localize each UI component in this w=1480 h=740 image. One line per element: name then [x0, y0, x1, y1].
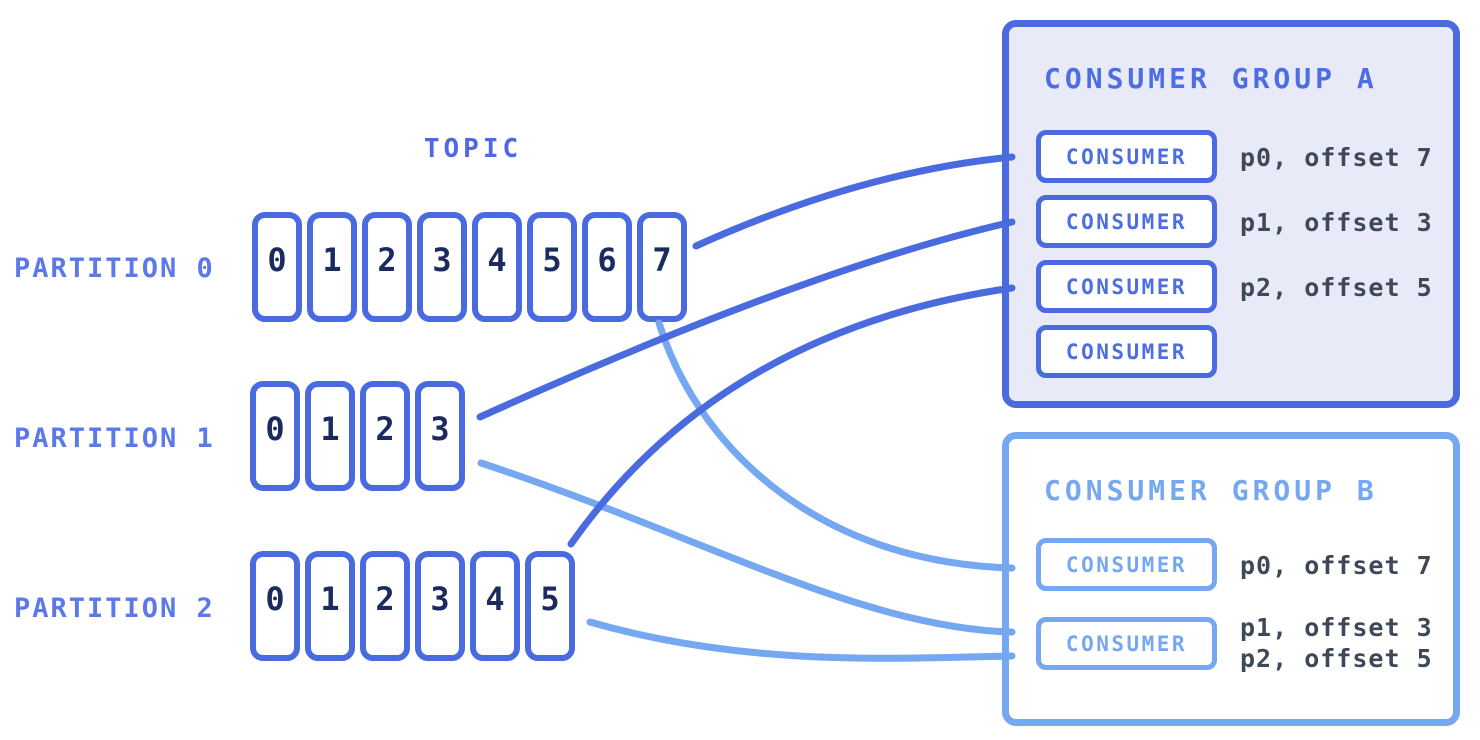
partition-0-cell-4: 4	[472, 212, 522, 322]
partition-0-cell-6: 6	[582, 212, 632, 322]
partition-2-label: PARTITION 2	[14, 593, 215, 624]
group-b-consumer-1: CONSUMER	[1036, 538, 1217, 591]
partition-2-cells: 0 1 2 3 4 5	[250, 551, 575, 661]
partition-0-cell-3: 3	[417, 212, 467, 322]
partition-1-cell-0: 0	[250, 381, 300, 491]
consumer-group-b-title: CONSUMER GROUP B	[1044, 474, 1378, 507]
arrow-partition2-to-groupB-consumer2	[586, 618, 1016, 662]
group-b-consumer-1-assignment: p0, offset 7	[1240, 551, 1433, 580]
partition-2-cell-1: 1	[305, 551, 355, 661]
group-a-consumer-3: CONSUMER	[1036, 260, 1217, 313]
partition-1-cells: 0 1 2 3	[250, 381, 465, 491]
partition-0-cell-2: 2	[362, 212, 412, 322]
partition-0-cell-0: 0	[252, 212, 302, 322]
group-a-consumer-1: CONSUMER	[1036, 130, 1217, 183]
group-b-consumer-2-assignment-1: p1, offset 3	[1240, 613, 1433, 642]
topic-label: TOPIC	[423, 134, 523, 164]
arrow-partition2-to-groupA-consumer3	[567, 284, 1016, 548]
partition-1-label: PARTITION 1	[14, 423, 215, 454]
arrow-partition0-to-groupA-consumer1	[692, 153, 1016, 250]
partition-0-cell-5: 5	[527, 212, 577, 322]
group-a-consumer-1-assignment: p0, offset 7	[1240, 143, 1433, 172]
partition-2-cell-0: 0	[250, 551, 300, 661]
group-b-consumer-2: CONSUMER	[1036, 617, 1217, 670]
partition-2-cell-3: 3	[415, 551, 465, 661]
partition-2-cell-4: 4	[470, 551, 520, 661]
partition-2-cell-2: 2	[360, 551, 410, 661]
partition-1-cell-1: 1	[305, 381, 355, 491]
group-b-consumer-2-assignment-2: p2, offset 5	[1240, 644, 1433, 673]
partition-0-cells: 0 1 2 3 4 5 6 7	[252, 212, 687, 322]
partition-0-cell-1: 1	[307, 212, 357, 322]
partition-2-cell-5: 5	[525, 551, 575, 661]
group-a-consumer-4: CONSUMER	[1036, 325, 1217, 378]
partition-1-cell-3: 3	[415, 381, 465, 491]
group-b-consumer-2-assignments: p1, offset 3 p2, offset 5	[1240, 612, 1433, 674]
group-a-consumer-2-assignment: p1, offset 3	[1240, 208, 1433, 237]
consumer-group-a-title: CONSUMER GROUP A	[1044, 62, 1378, 95]
partition-0-cell-7: 7	[637, 212, 687, 322]
group-a-consumer-3-assignment: p2, offset 5	[1240, 273, 1433, 302]
group-a-consumer-2: CONSUMER	[1036, 195, 1217, 248]
arrow-partition0-to-groupB-consumer1	[655, 319, 1016, 572]
partition-0-label: PARTITION 0	[14, 253, 215, 284]
partition-1-cell-2: 2	[360, 381, 410, 491]
